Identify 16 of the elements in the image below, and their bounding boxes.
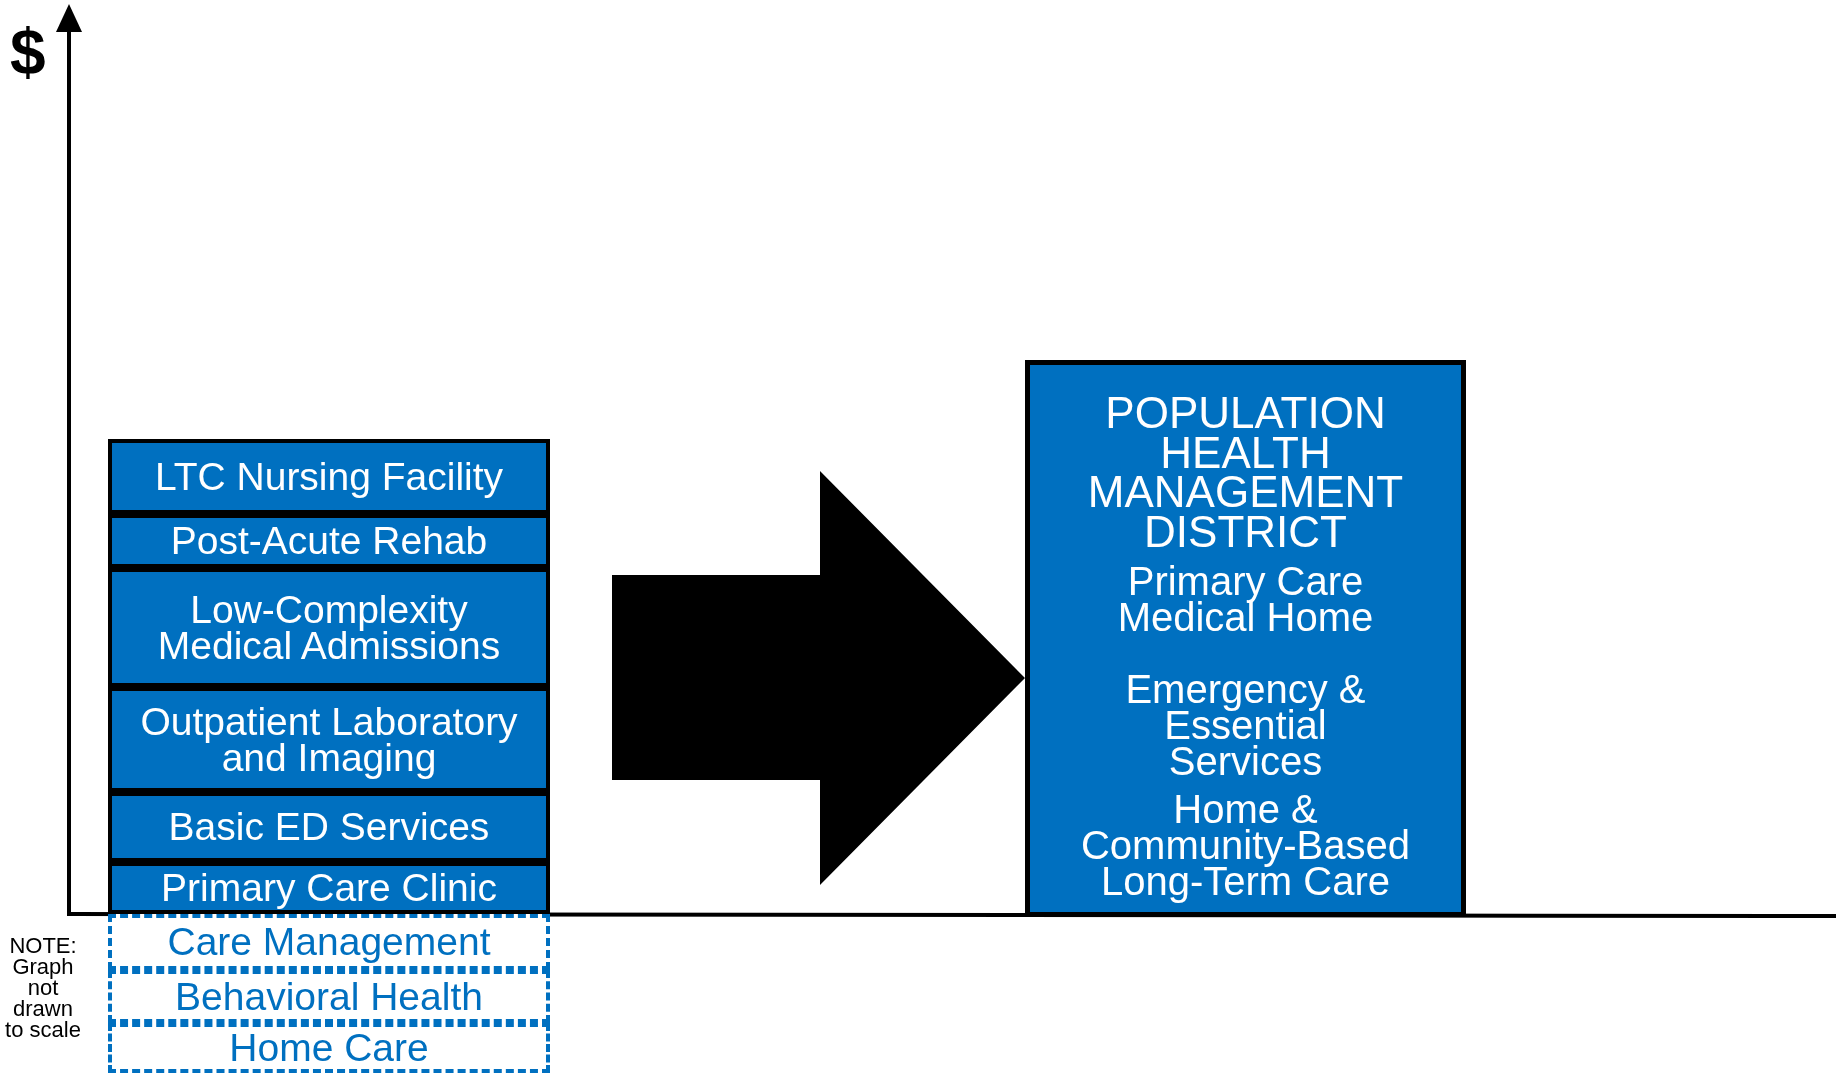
box-label: Emergency & Essential Services (1124, 671, 1367, 780)
block-arrow (612, 471, 1025, 885)
box-label: Low-Complexity Medical Admissions (156, 592, 502, 663)
service-box (108, 439, 550, 514)
district-box (1025, 360, 1466, 917)
service-box (108, 862, 550, 914)
service-box (108, 914, 550, 970)
note-text: NOTE: Graph not drawn to scale (4, 936, 82, 1041)
box-label: Primary Care Medical Home (1116, 563, 1375, 636)
box-heading: POPULATION HEALTH MANAGEMENT DISTRICT (1086, 393, 1405, 552)
box-label: Post-Acute Rehab (170, 523, 488, 559)
service-box (108, 1023, 550, 1073)
box-label: Home Care (229, 1030, 429, 1066)
box-label: Behavioral Health (175, 978, 483, 1015)
currency-symbol: $ (10, 20, 47, 84)
box-label: Basic ED Services (168, 809, 490, 845)
